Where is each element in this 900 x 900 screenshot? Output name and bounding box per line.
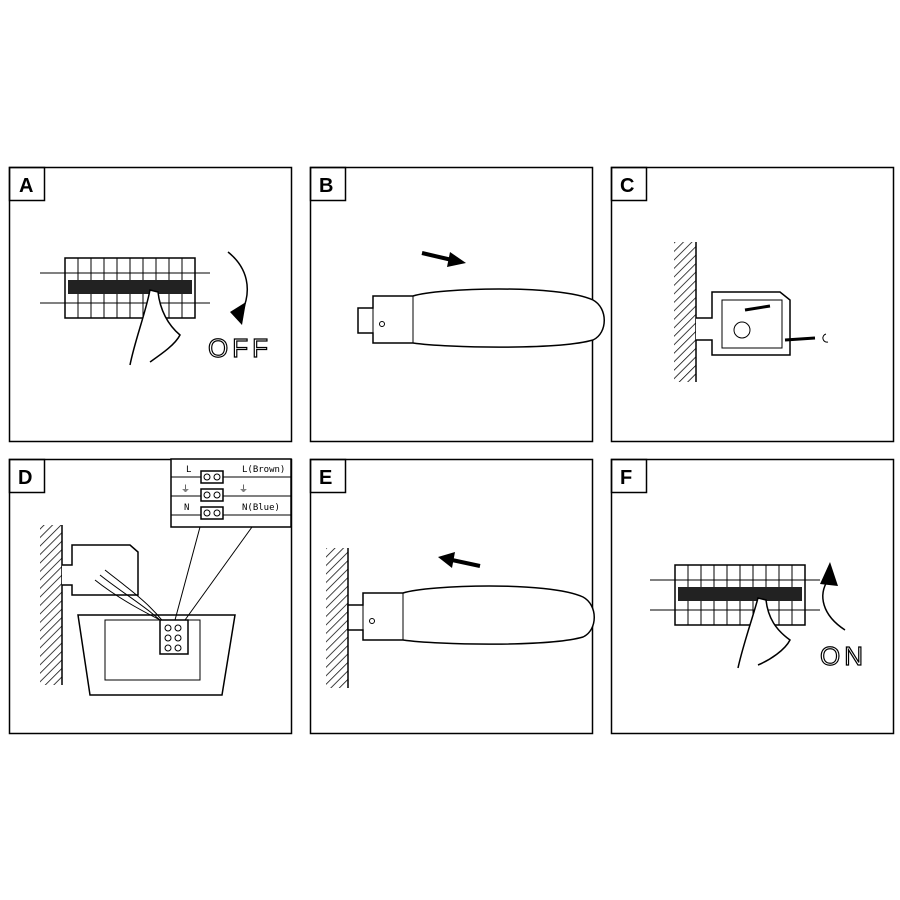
- lamp-fixture: [357, 288, 605, 348]
- step-b-panel: B: [309, 166, 605, 443]
- step-c-panel: C: [610, 166, 895, 443]
- step-label: B: [319, 175, 333, 197]
- step-e-panel: E: [309, 458, 595, 735]
- mounting-bracket: [696, 291, 791, 356]
- step-f-panel: F ON: [610, 458, 895, 735]
- step-label: D: [18, 467, 32, 489]
- rotate-up-arrow-icon: [822, 579, 846, 631]
- earth-wire-symbol: ⏚: [239, 484, 248, 495]
- neutral-wire-label: N(Blue): [242, 503, 280, 513]
- step-label-box: [8, 166, 46, 202]
- wall: [40, 525, 62, 685]
- arrow-right-icon: [421, 251, 466, 267]
- step-label: F: [620, 467, 632, 489]
- step-label: C: [620, 175, 634, 197]
- off-caption: OFF: [208, 333, 272, 363]
- step-label: A: [19, 175, 33, 197]
- rotate-down-arrow-icon: [227, 251, 249, 313]
- wall: [674, 242, 696, 382]
- live-wire-label: L(Brown): [242, 465, 285, 475]
- mounting-bracket: [62, 544, 139, 596]
- breaker-panel: [649, 564, 821, 626]
- lamp-body-open: [77, 614, 236, 696]
- breaker-panel: [39, 257, 211, 319]
- lamp-fixture: [347, 585, 595, 645]
- screw-icon: [744, 304, 829, 343]
- terminal-block: [159, 619, 189, 655]
- terminal-live-label: L: [186, 465, 191, 475]
- terminal-neutral-label: N: [184, 503, 189, 513]
- on-caption: ON: [820, 641, 867, 671]
- wall: [326, 548, 348, 688]
- terminal-earth-symbol: ⏚: [181, 484, 190, 495]
- hand-icon: [129, 289, 181, 366]
- arrow-left-icon: [438, 552, 481, 568]
- hand-icon: [737, 597, 791, 669]
- step-a-panel: A OFF: [8, 166, 293, 443]
- wiring-detail-inset: L ⏚ N L(Brown) ⏚ N(Blue): [170, 458, 292, 528]
- step-d-panel: D L ⏚ N L(Brown) ⏚ N(Blue): [8, 458, 293, 735]
- step-label: E: [319, 467, 332, 489]
